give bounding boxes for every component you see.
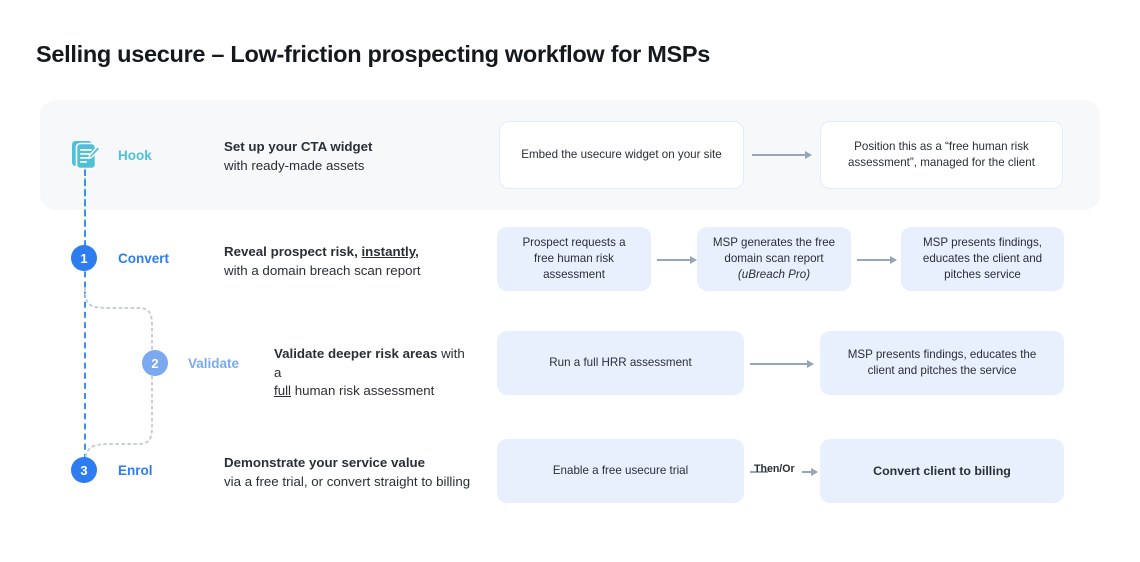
convert-arrow-2	[857, 255, 897, 265]
convert-description: Reveal prospect risk, instantly, with a …	[224, 243, 474, 280]
enrol-arrow-1	[802, 467, 818, 477]
stage-label-convert: Convert	[118, 251, 170, 266]
arrow-line	[657, 259, 691, 261]
then-or-label: Then/Or	[754, 463, 795, 475]
convert-description-line1: Reveal prospect risk, instantly,	[224, 243, 474, 262]
convert-arrow-1	[657, 255, 697, 265]
notepad-pencil-icon	[70, 138, 104, 172]
hook-card-2-text: Position this as a “free human risk asse…	[848, 140, 1035, 169]
convert-desc-underlined: instantly	[361, 244, 416, 259]
enrol-card-1[interactable]: Enable a free usecure trial	[497, 439, 744, 503]
arrow-line	[750, 471, 768, 473]
enrol-card-2[interactable]: Convert client to billing	[820, 439, 1064, 503]
step-badge-2-number: 2	[151, 355, 159, 371]
enrol-card-1-text: Enable a free usecure trial	[552, 464, 689, 477]
arrow-head-icon	[811, 468, 818, 476]
enrol-description: Demonstrate your service value via a fre…	[224, 454, 474, 491]
convert-card-2-text: MSP generates the free domain scan repor…	[711, 235, 837, 283]
step-badge-1: 1	[71, 245, 97, 271]
arrow-head-icon	[890, 256, 897, 264]
validate-desc-regular: with a	[274, 346, 465, 380]
arrow-line	[857, 259, 891, 261]
convert-card-2-italic: (uBreach Pro)	[737, 268, 811, 281]
connector-branch-validate	[80, 287, 164, 470]
enrol-card-2-text: Convert client to billing	[873, 464, 1011, 478]
hook-description-line2: with ready-made assets	[224, 157, 365, 173]
convert-card-1-text: Prospect requests a free human risk asse…	[522, 236, 626, 281]
arrow-line	[752, 154, 806, 156]
validate-desc-line2-rest: human risk assessment	[291, 383, 435, 398]
hook-description-line1: Set up your CTA widget	[224, 139, 373, 154]
convert-card-3-text: MSP presents findings, educates the clie…	[922, 236, 1043, 281]
hook-card-1-text: Embed the usecure widget on your site	[521, 148, 722, 161]
arrow-head-icon	[690, 256, 697, 264]
validate-description-line2: full human risk assessment	[274, 382, 474, 401]
arrow-line	[750, 363, 808, 365]
hook-card-1[interactable]: Embed the usecure widget on your site	[499, 121, 744, 189]
stage-label-enrol: Enrol	[118, 463, 153, 478]
validate-card-1[interactable]: Run a full HRR assessment	[497, 331, 744, 395]
step-badge-3-number: 3	[80, 462, 88, 478]
convert-desc-part-a: Reveal prospect risk,	[224, 244, 362, 259]
convert-card-2[interactable]: MSP generates the free domain scan repor…	[697, 227, 851, 291]
step-badge-3: 3	[71, 457, 97, 483]
validate-desc-underlined: full	[274, 383, 291, 398]
convert-description-line2: with a domain breach scan report	[224, 262, 421, 278]
arrow-head-icon	[805, 151, 812, 159]
validate-arrow-1	[750, 359, 814, 369]
branch-path-icon	[84, 287, 153, 467]
convert-card-2-main: MSP generates the free domain scan repor…	[712, 236, 836, 265]
hook-arrow-1	[752, 150, 812, 160]
step-badge-1-number: 1	[80, 250, 88, 266]
step-badge-2: 2	[142, 350, 168, 376]
convert-card-3[interactable]: MSP presents findings, educates the clie…	[901, 227, 1064, 291]
arrow-line	[802, 471, 812, 473]
convert-card-1[interactable]: Prospect requests a free human risk asse…	[497, 227, 651, 291]
enrol-description-line1: Demonstrate your service value	[224, 455, 426, 470]
page-title: Selling usecure – Low-friction prospecti…	[36, 41, 711, 67]
validate-description: Validate deeper risk areas with a full h…	[274, 345, 474, 401]
validate-card-2-text: MSP presents findings, educates the clie…	[847, 348, 1037, 377]
hook-description: Set up your CTA widget with ready-made a…	[224, 138, 474, 175]
stage-label-validate: Validate	[188, 356, 240, 371]
convert-desc-part-b: ,	[415, 244, 419, 259]
validate-card-1-text: Run a full HRR assessment	[549, 356, 692, 369]
validate-description-line1: Validate deeper risk areas with a	[274, 345, 474, 382]
enrol-description-line2: via a free trial, or convert straight to…	[224, 473, 471, 489]
arrow-head-icon	[807, 360, 814, 368]
enrol-arrow-stub	[750, 467, 768, 477]
hook-card-2[interactable]: Position this as a “free human risk asse…	[820, 121, 1063, 189]
validate-card-2[interactable]: MSP presents findings, educates the clie…	[820, 331, 1064, 395]
stage-label-hook: Hook	[118, 148, 152, 163]
connector-line-spine	[84, 170, 86, 470]
validate-desc-bold: Validate deeper risk areas	[274, 346, 438, 361]
